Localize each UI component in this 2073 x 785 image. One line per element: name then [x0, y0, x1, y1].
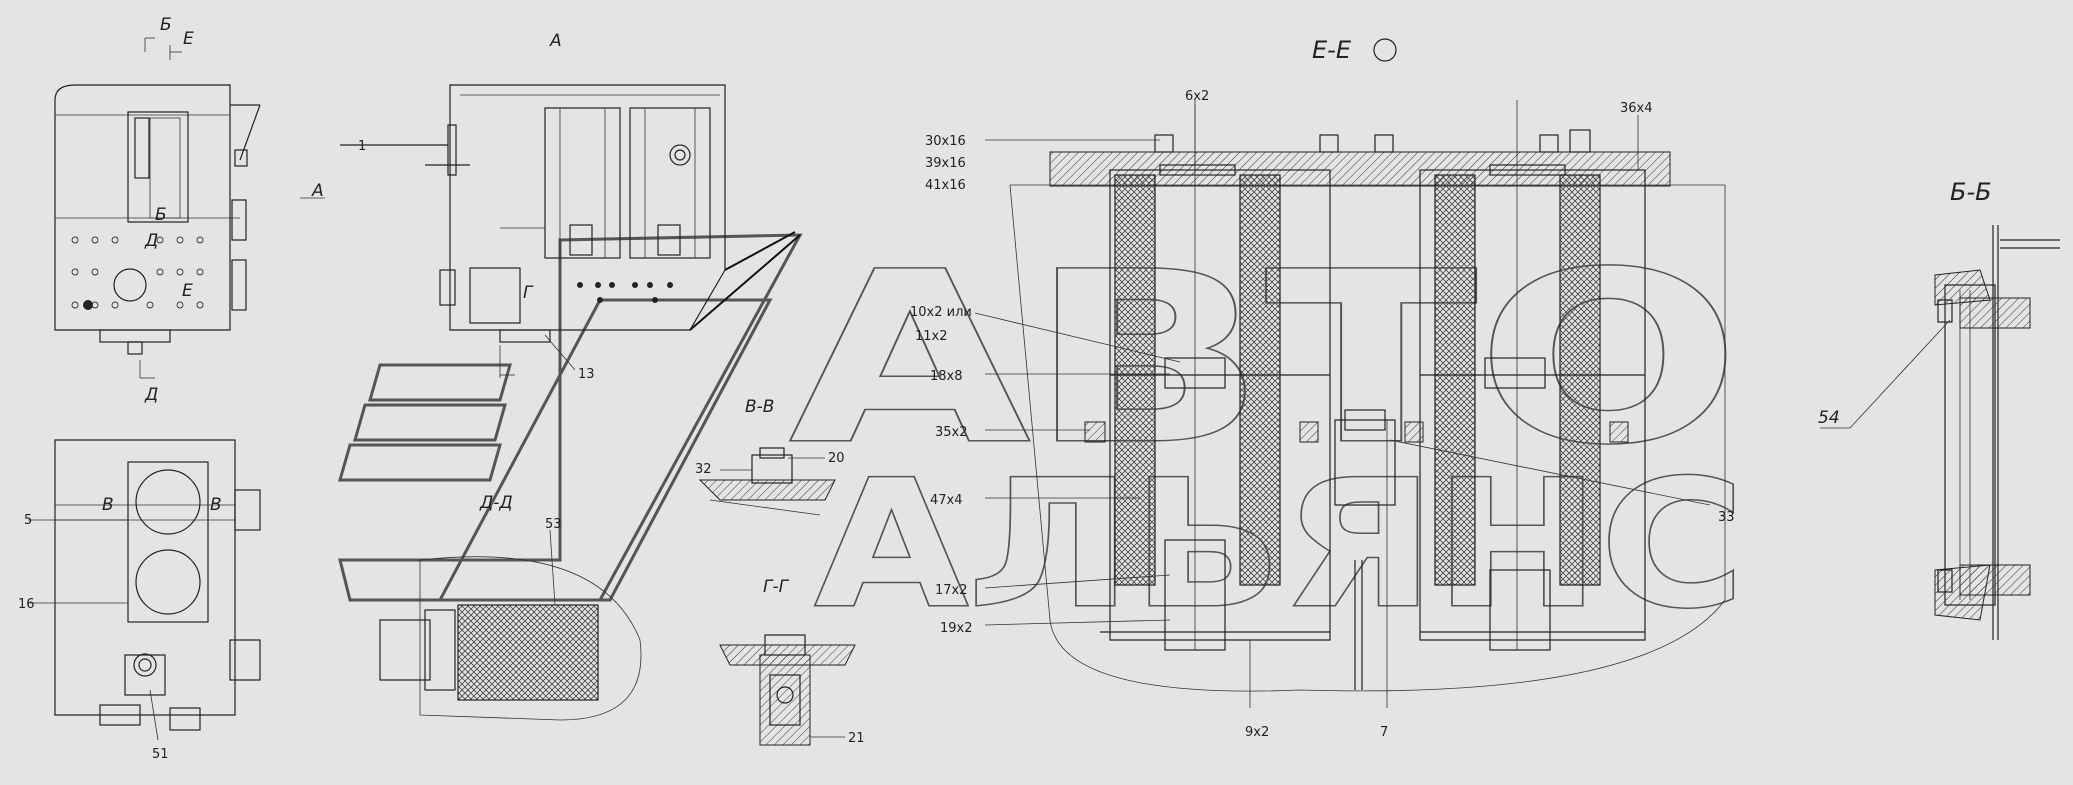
section-gg-title: Г-Г: [763, 577, 790, 597]
marker-e-top: Е: [183, 29, 194, 49]
callout-36x4: 36x4: [1620, 101, 1653, 116]
callout-51: 51: [152, 747, 169, 762]
view-a-title: А: [549, 31, 562, 51]
top-bolts: [1154, 129, 1591, 153]
section-ee-rotate-symbol: [1373, 38, 1397, 62]
callout-33: 33: [1718, 510, 1735, 525]
marker-b-mid: Б: [155, 205, 167, 225]
callout-6x2: 6x2: [1185, 89, 1209, 104]
front-view-bottom-left: 5 16 51 В В: [18, 439, 261, 762]
callout-41x16: 41x16: [925, 178, 966, 193]
callout-35x2: 35x2: [935, 425, 968, 440]
section-bb: Б-Б 54: [1818, 178, 2060, 640]
callout-32: 32: [695, 462, 712, 477]
leader-lines: [974, 105, 1711, 708]
section-bb-title: Б-Б: [1950, 178, 1992, 206]
marker-e-mid: Е: [182, 281, 193, 301]
callout-9x2: 9x2: [1245, 725, 1269, 740]
callout-16: 16: [18, 597, 35, 612]
marker-d-bottom: Д: [144, 385, 158, 405]
callout-18x8: 18x8: [930, 369, 963, 384]
callout-30x16: 30x16: [925, 134, 966, 149]
section-ee: Е-Е: [910, 36, 1735, 740]
callout-13: 13: [578, 367, 595, 382]
callout-47x4: 47x4: [930, 493, 963, 508]
callout-5: 5: [24, 513, 32, 528]
callout-53: 53: [545, 517, 562, 532]
side-view-top-left: Б Е А Б Д Е Д: [54, 15, 325, 405]
callout-54: 54: [1818, 408, 1840, 428]
marker-b-top: Б: [160, 15, 172, 35]
callout-20: 20: [828, 451, 845, 466]
marker-v-right: В: [210, 495, 222, 515]
watermark: АВТО АЛЬЯНС: [338, 222, 1747, 649]
marker-g-view-a: Г: [523, 283, 534, 303]
callout-7: 7: [1380, 725, 1388, 740]
view-a: А 1 13 Г: [340, 31, 801, 382]
section-vv-title: В-В: [745, 397, 774, 417]
section-gg: Г-Г 21: [719, 577, 865, 746]
marker-a-arrow: А: [311, 181, 324, 201]
section-dd: Д-Д 53: [379, 493, 642, 721]
callout-1: 1: [358, 139, 366, 154]
marker-d-mid: Д: [144, 231, 158, 251]
bolt-grid: [71, 236, 204, 309]
section-ee-title: Е-Е: [1312, 36, 1352, 64]
callout-39x16: 39x16: [925, 156, 966, 171]
callout-11x2: 11x2: [915, 329, 948, 344]
callout-19x2: 19x2: [940, 621, 973, 636]
callout-17x2: 17x2: [935, 583, 968, 598]
watermark-chevron-logo: [338, 233, 803, 602]
callout-21: 21: [848, 731, 865, 746]
section-dd-title: Д-Д: [479, 493, 513, 513]
callout-10x2: 10x2 или: [910, 305, 972, 320]
section-vv: В-В 20 32: [695, 397, 845, 516]
marker-v-left: В: [102, 495, 114, 515]
